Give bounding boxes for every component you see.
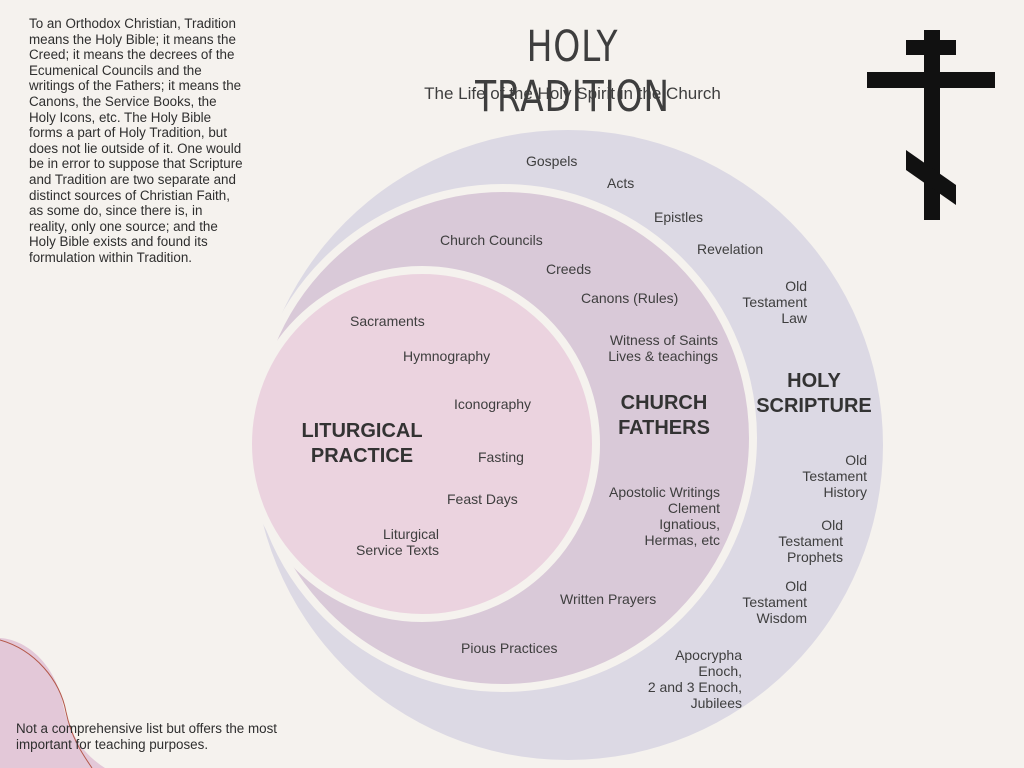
label-revelation: Revelation <box>697 241 764 257</box>
label-written-prayers: Written Prayers <box>560 591 657 607</box>
label-epistles: Epistles <box>654 209 704 225</box>
orthodox-cross-icon <box>867 30 995 220</box>
label-sacraments: Sacraments <box>350 313 425 329</box>
label-church-councils: Church Councils <box>440 232 543 248</box>
label-acts: Acts <box>607 175 635 191</box>
label-creeds: Creeds <box>546 261 592 277</box>
corner-blob <box>0 638 105 768</box>
footnote: Not a comprehensive list but offers the … <box>16 721 277 752</box>
label-canons: Canons (Rules) <box>581 290 679 306</box>
intro-paragraph: To an Orthodox Christian, Tradition mean… <box>29 16 243 265</box>
label-gospels: Gospels <box>526 153 578 169</box>
label-pious-practices: Pious Practices <box>461 640 558 656</box>
label-hymnography: Hymnography <box>403 348 491 364</box>
holy-scripture-heading: HOLY SCRIPTURE <box>756 370 872 417</box>
page-subtitle: The Life of the Holy Spirit in the Churc… <box>424 84 721 103</box>
label-feast-days: Feast Days <box>447 491 518 507</box>
inner-circle-liturgical-practice <box>244 266 600 622</box>
liturgical-practice-heading: LITURGICAL PRACTICE <box>301 420 423 467</box>
label-fasting: Fasting <box>478 449 524 465</box>
church-fathers-heading: CHURCH FATHERS <box>618 392 710 439</box>
label-iconography: Iconography <box>454 396 532 412</box>
page-title: HOLY TRADITION <box>475 22 670 122</box>
